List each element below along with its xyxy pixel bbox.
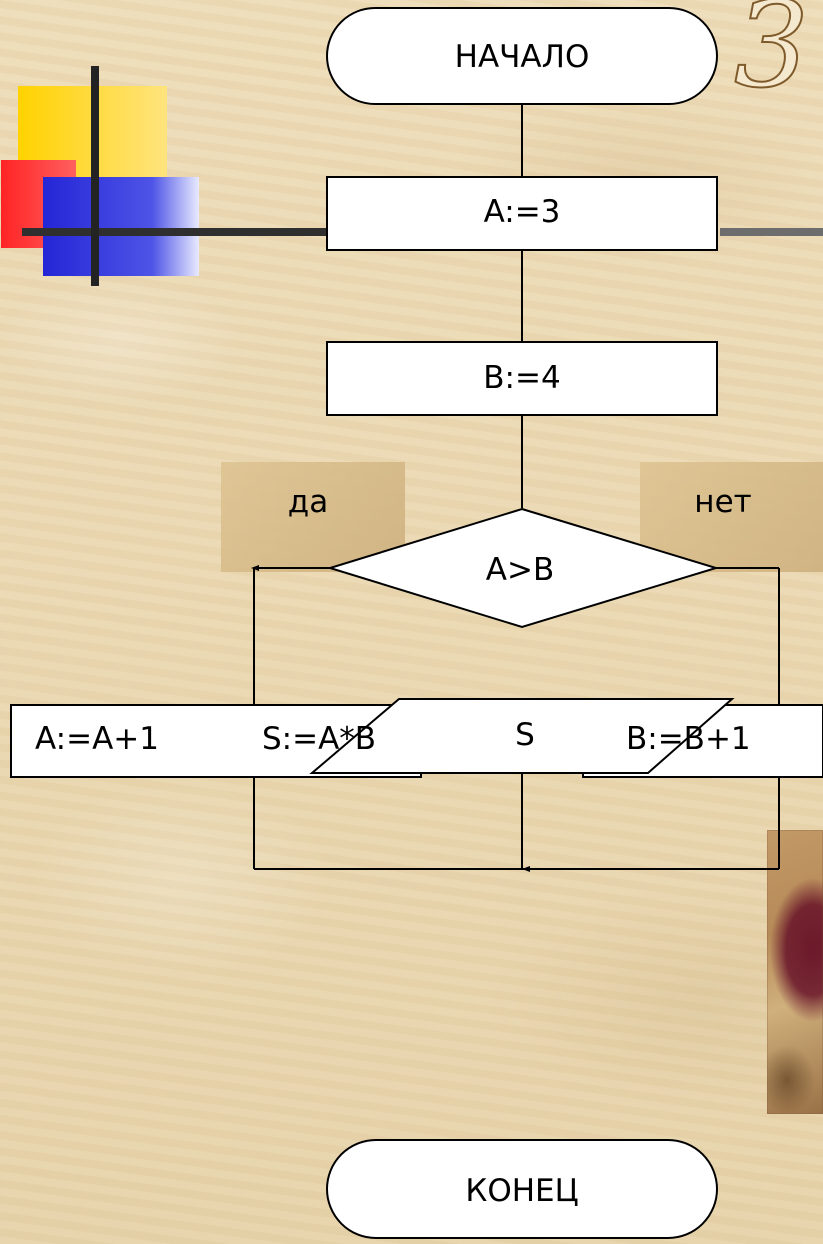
end-terminal	[326, 1139, 718, 1239]
slide-number: 3	[733, 0, 810, 114]
start-terminal	[326, 7, 718, 105]
assign-a-process	[326, 176, 718, 251]
assign-b-process	[326, 341, 718, 416]
output-parallelogram	[309, 698, 735, 774]
yes-action-increment-label: A:=A+1	[35, 721, 159, 757]
condition-label: A>B	[485, 552, 555, 588]
photo-fragment	[767, 830, 823, 1114]
yes-branch-label: да	[287, 484, 329, 520]
merge-arrowhead	[522, 866, 530, 872]
condition-decision	[326, 507, 720, 629]
output-label: S	[515, 717, 535, 753]
assign-b-label: B:=4	[483, 360, 561, 396]
yes-branch-arrowhead	[251, 565, 259, 571]
yes-action-product-label: S:=A*B	[262, 721, 377, 757]
no-action-label: B:=B+1	[626, 721, 751, 757]
no-branch-label: нет	[694, 484, 752, 520]
assign-a-label: A:=3	[483, 194, 561, 230]
end-label: КОНЕЦ	[465, 1173, 579, 1209]
start-label: НАЧАЛО	[454, 39, 590, 75]
